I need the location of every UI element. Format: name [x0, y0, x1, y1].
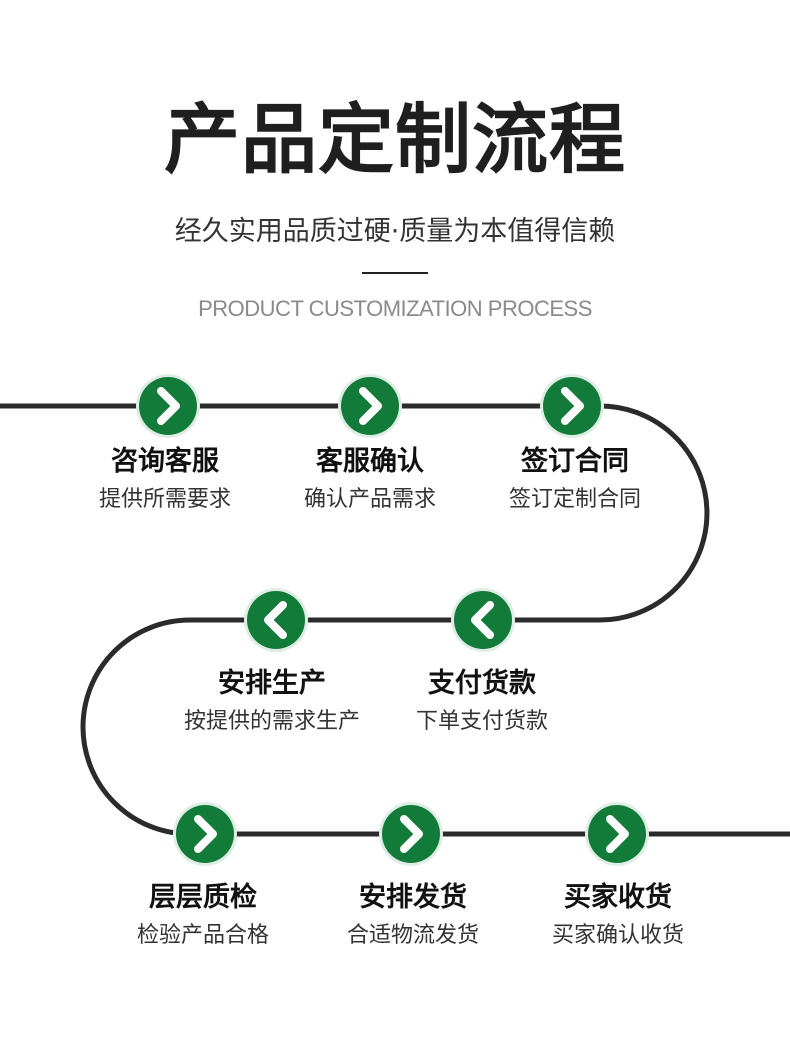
step-8-node	[585, 802, 649, 866]
step-6-name: 层层质检	[149, 882, 257, 913]
step-2: 客服确认 确认产品需求	[260, 444, 480, 518]
step-5: 安排生产 按提供的需求生产	[162, 666, 382, 740]
step-4-desc: 下单支付货款	[415, 709, 548, 734]
step-2-node	[338, 374, 402, 438]
title-divider	[362, 272, 428, 274]
chevron-right-icon	[561, 387, 584, 425]
step-3: 签订合同 签订定制合同	[465, 444, 685, 518]
step-7: 安排发货 合适物流发货	[303, 880, 523, 954]
step-8-name: 买家收货	[564, 882, 672, 913]
step-6-desc: 检验产品合格	[136, 923, 269, 948]
chevron-left-icon	[264, 601, 287, 639]
step-3-desc: 签订定制合同	[508, 487, 641, 512]
chevron-right-icon	[157, 387, 180, 425]
chevron-right-icon	[606, 815, 629, 853]
step-1-name: 咨询客服	[111, 446, 219, 477]
step-7-desc: 合适物流发货	[346, 923, 479, 948]
page-title: 产品定制流程	[164, 95, 626, 184]
step-8-desc: 买家确认收货	[551, 923, 684, 948]
step-3-name: 签订合同	[521, 446, 629, 477]
step-4-node	[451, 588, 515, 652]
page-subtitle: 经久实用品质过硬·质量为本值得信赖	[174, 216, 616, 247]
process-connector-line	[0, 403, 790, 837]
step-6: 层层质检 检验产品合格	[93, 880, 313, 954]
step-8: 买家收货 买家确认收货	[508, 880, 728, 954]
step-6-node	[173, 802, 237, 866]
step-1: 咨询客服 提供所需要求	[55, 444, 275, 518]
step-4: 支付货款 下单支付货款	[372, 666, 592, 740]
step-1-node	[136, 374, 200, 438]
step-5-name: 安排生产	[218, 668, 326, 699]
step-1-desc: 提供所需要求	[98, 487, 231, 512]
step-4-name: 支付货款	[428, 668, 536, 699]
step-7-name: 安排发货	[359, 882, 467, 913]
step-2-name: 客服确认	[316, 446, 424, 477]
step-3-node	[540, 374, 604, 438]
chevron-right-icon	[359, 387, 382, 425]
chevron-right-icon	[194, 815, 217, 853]
step-2-desc: 确认产品需求	[303, 487, 436, 512]
english-title: PRODUCT CUSTOMIZATION PROCESS	[198, 296, 592, 321]
step-7-node	[379, 802, 443, 866]
step-5-desc: 按提供的需求生产	[183, 709, 360, 734]
chevron-right-icon	[400, 815, 423, 853]
chevron-left-icon	[471, 601, 494, 639]
step-5-node	[244, 588, 308, 652]
